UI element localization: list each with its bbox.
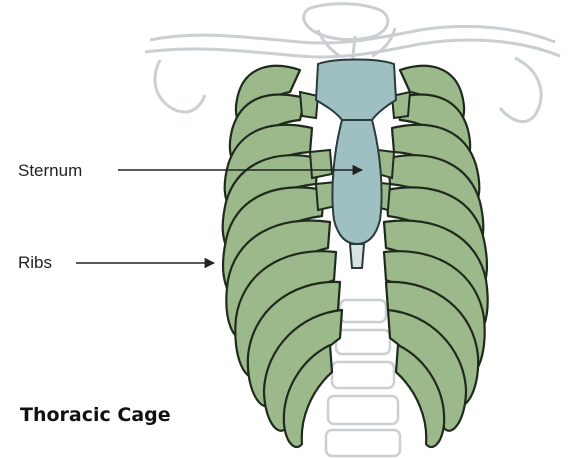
xiphoid-process — [350, 244, 364, 268]
sternum-label: Sternum — [18, 161, 82, 180]
ribs-label: Ribs — [18, 253, 52, 272]
manubrium — [316, 60, 396, 121]
diagram-caption: Thoracic Cage — [20, 404, 171, 426]
ribs-label-group: Ribs — [18, 253, 214, 272]
sternum-body — [332, 120, 381, 244]
